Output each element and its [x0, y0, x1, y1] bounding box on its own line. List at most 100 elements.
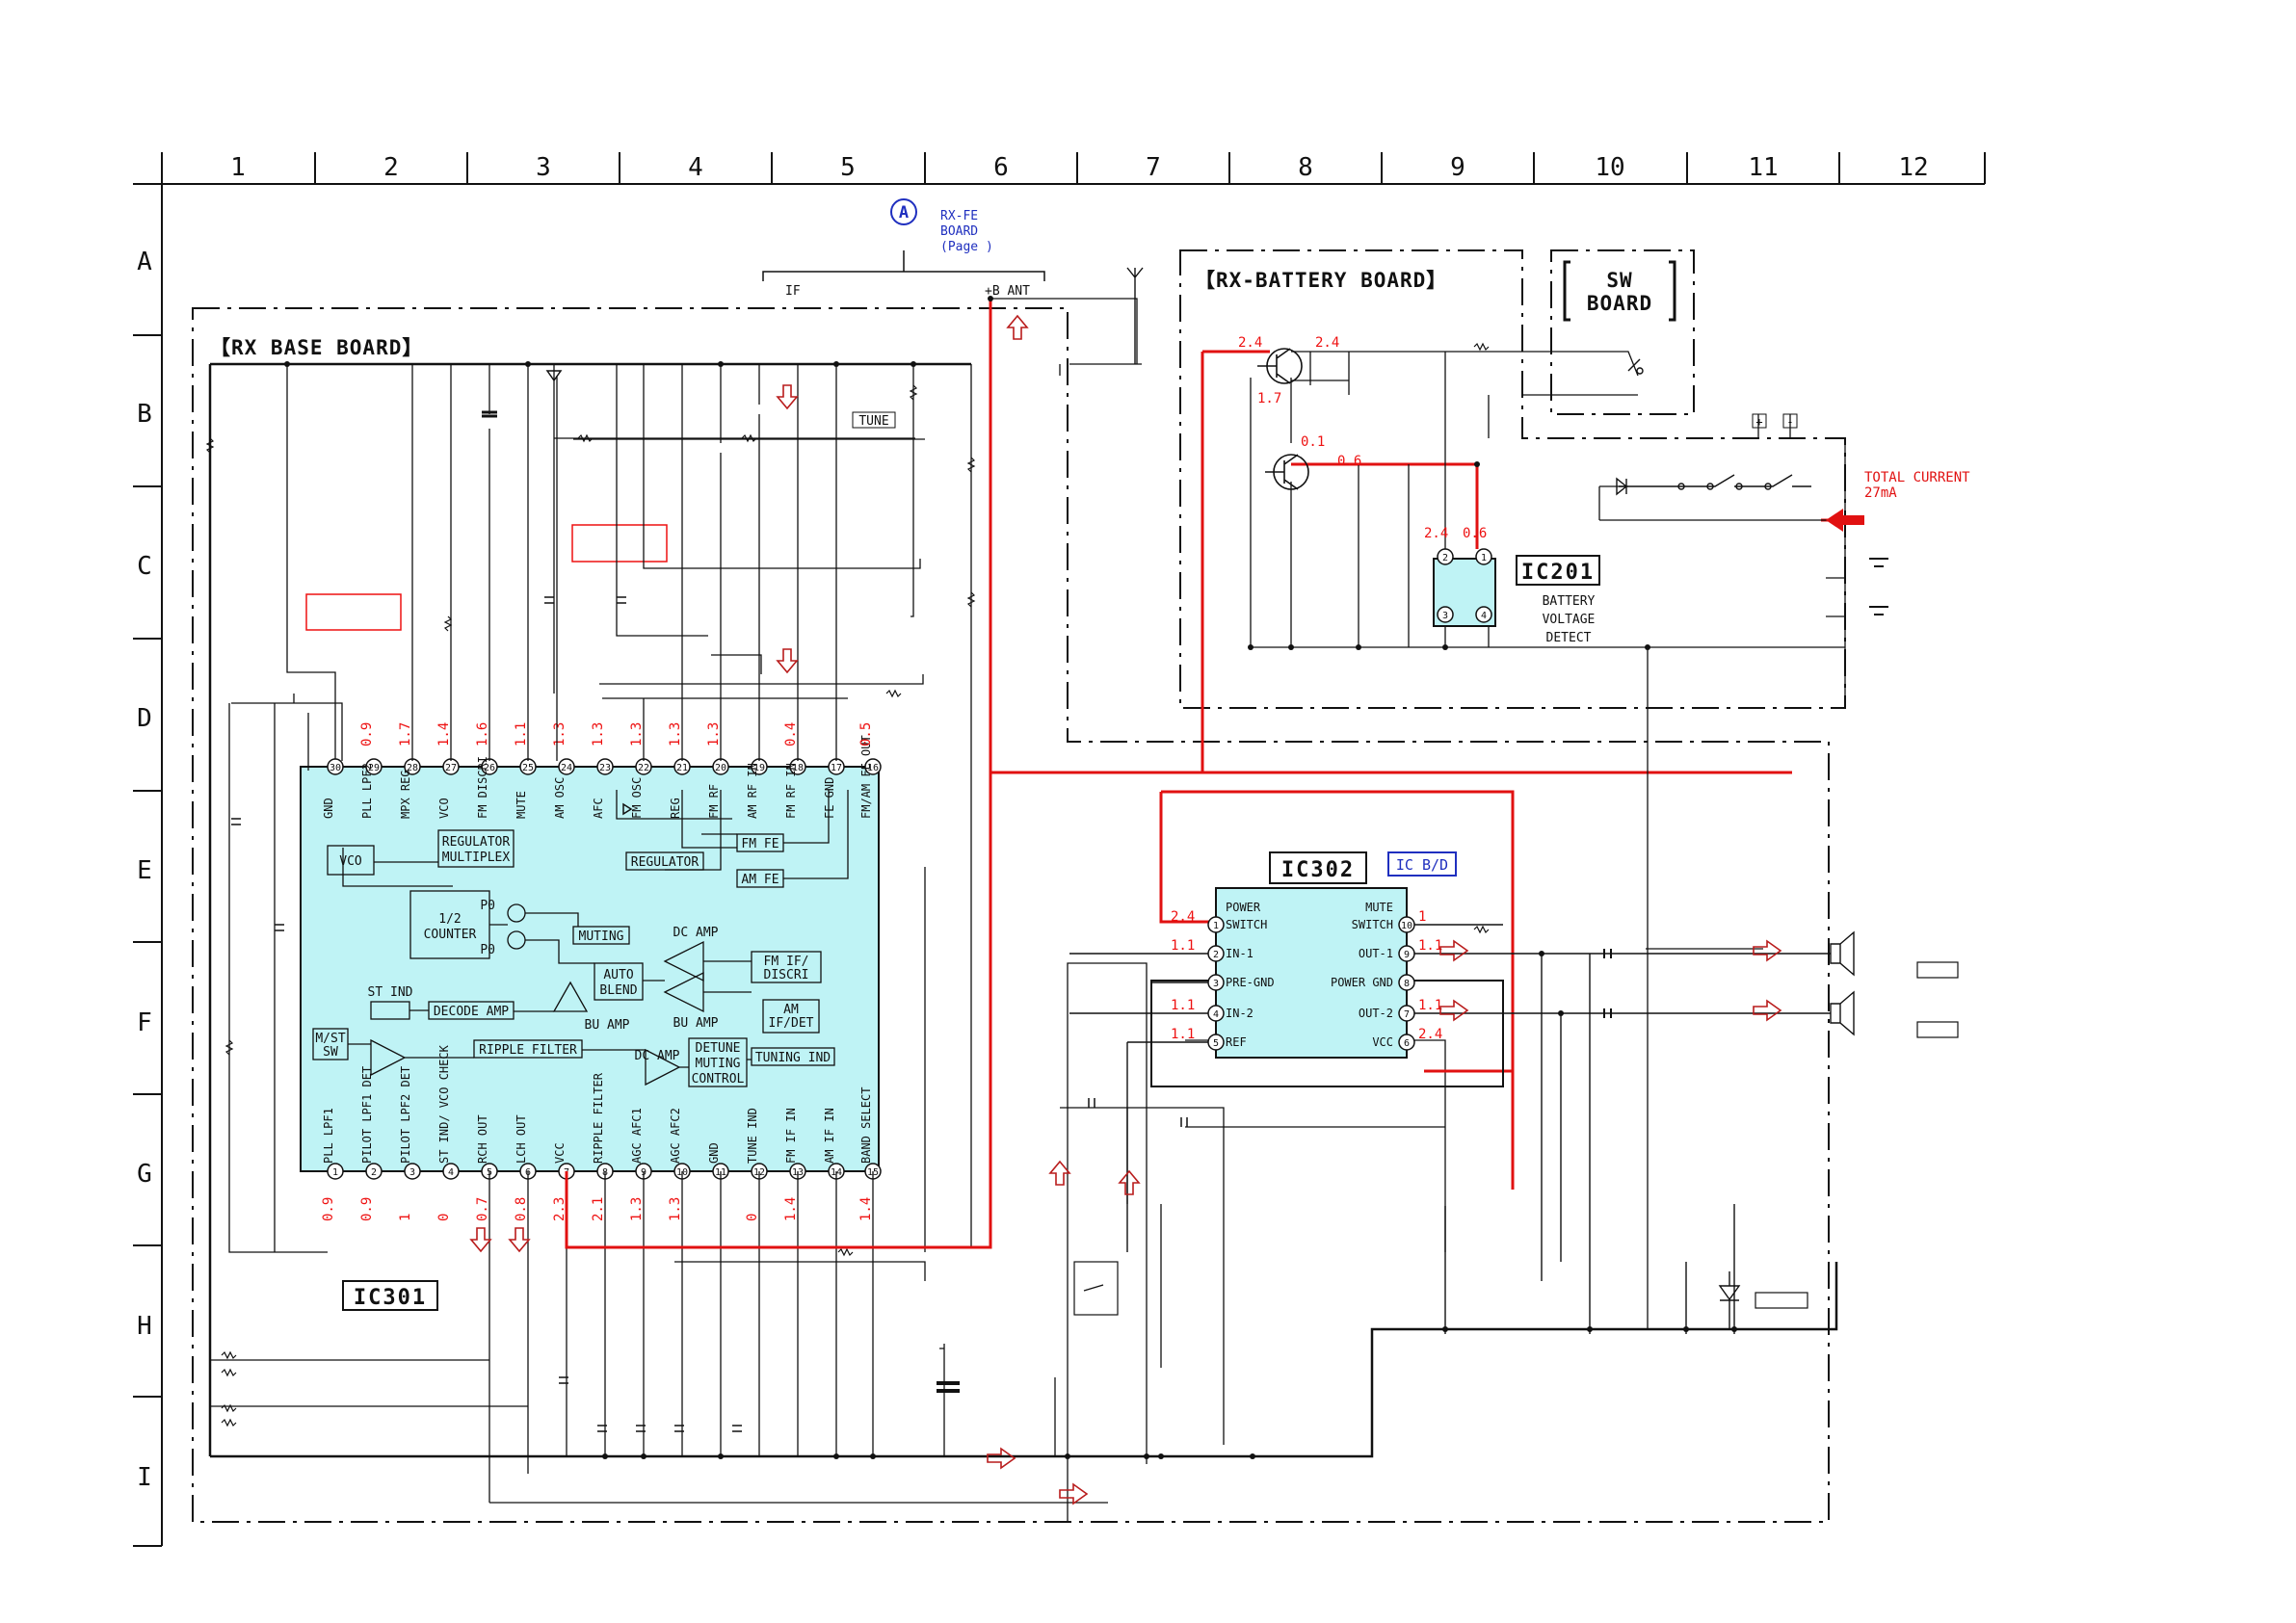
fm-if-label-2: DISCRI — [764, 968, 809, 982]
resistors — [205, 342, 1490, 1427]
svg-text:LCH OUT: LCH OUT — [515, 1114, 528, 1164]
row-label: E — [137, 856, 152, 885]
down-arrow-icon — [469, 1227, 492, 1253]
svg-text:23: 23 — [599, 763, 611, 773]
bu-amp-triangle — [552, 981, 589, 1012]
counter-label-2: COUNTER — [424, 928, 477, 942]
col-label: 2 — [383, 153, 399, 182]
svg-text:VCC: VCC — [1372, 1035, 1393, 1049]
svg-text:SWITCH: SWITCH — [1226, 918, 1267, 931]
detune-label-2: MUTING — [696, 1057, 741, 1071]
fm-fe-label: FM FE — [741, 837, 779, 851]
ic201-name: IC201 — [1521, 561, 1595, 585]
svg-text:1.3: 1.3 — [552, 722, 567, 746]
ic201-desc-3: DETECT — [1546, 631, 1592, 645]
svg-text:6: 6 — [1404, 1038, 1410, 1049]
connector-a-marker — [890, 198, 917, 225]
ic301-name-box: IC301 — [342, 1280, 438, 1311]
svg-text:0.7: 0.7 — [475, 1197, 490, 1221]
svg-text:SWITCH: SWITCH — [1352, 918, 1393, 931]
svg-text:0.9: 0.9 — [359, 1197, 375, 1221]
right-arrow-icon — [987, 1447, 1016, 1470]
mst-label-2: SW — [323, 1045, 338, 1060]
st-ind-amp-triangle — [370, 1038, 407, 1077]
vco-block — [327, 845, 375, 876]
svg-text:FM RF IN: FM RF IN — [784, 763, 798, 819]
tuning-ind-label: TUNING IND — [755, 1051, 831, 1065]
svg-text:1.7: 1.7 — [398, 722, 413, 746]
svg-text:19: 19 — [753, 763, 765, 773]
svg-text:PRE-GND: PRE-GND — [1226, 976, 1275, 989]
svg-text:28: 28 — [407, 763, 418, 773]
svg-text:21: 21 — [676, 763, 688, 773]
right-arrow-icon — [1753, 939, 1782, 962]
svg-text:FM/AM FE OUT: FM/AM FE OUT — [859, 735, 873, 819]
svg-text:1.1: 1.1 — [1418, 998, 1442, 1013]
svg-text:PILOT LPF2 DET: PILOT LPF2 DET — [399, 1066, 412, 1164]
p0-label: P0 — [480, 899, 495, 913]
svg-text:MUTE: MUTE — [515, 791, 528, 819]
decode-amp-label: DECODE AMP — [434, 1005, 509, 1019]
svg-text:22: 22 — [638, 763, 649, 773]
regulator-label: REGULATOR — [631, 855, 699, 870]
ic301-internal-blocks — [312, 790, 849, 1087]
row-label: D — [137, 704, 152, 733]
svg-text:POWER: POWER — [1226, 901, 1261, 914]
voltage-label: 2.4 — [1424, 526, 1448, 541]
row-label: B — [137, 400, 152, 429]
sw-switch — [1627, 358, 1644, 375]
svg-text:1.4: 1.4 — [783, 1197, 799, 1221]
grid-labels: 1 2 3 4 5 6 7 8 9 10 11 12 A B C D E F G… — [137, 153, 1928, 1492]
svg-text:SW: SW — [1606, 269, 1632, 292]
battery-switches — [1616, 474, 1811, 496]
svg-text:9: 9 — [1404, 950, 1410, 960]
row-label: I — [137, 1463, 152, 1492]
p0b-label: P0 — [480, 943, 495, 957]
tuning-ind-block — [751, 1047, 835, 1066]
col-label: 8 — [1298, 153, 1313, 182]
vco-label: VCO — [339, 854, 362, 869]
am-if-det-block — [762, 999, 820, 1034]
svg-text:2.4: 2.4 — [1171, 909, 1195, 925]
svg-text:OUT-2: OUT-2 — [1359, 1007, 1393, 1020]
sw-board-outline — [1550, 249, 1695, 415]
battery-board-wiring — [990, 298, 1846, 1329]
svg-text:16: 16 — [867, 763, 879, 773]
voltage-label: 2.4 — [1315, 335, 1339, 351]
current-arrow-icon — [1826, 509, 1864, 532]
battery-minus: - — [1786, 415, 1793, 429]
fm-if-label-1: FM IF/ — [764, 955, 809, 969]
output-label-box — [1916, 1021, 1959, 1038]
col-label: 10 — [1595, 153, 1624, 182]
row-label: F — [137, 1008, 152, 1037]
sw-board-title: SW BOARD — [1563, 260, 1676, 322]
svg-text:2.3: 2.3 — [552, 1197, 567, 1221]
battery-plus: + — [1755, 415, 1762, 429]
junction-dots — [284, 296, 1737, 1459]
svg-text:26: 26 — [484, 763, 495, 773]
svg-text:IC301: IC301 — [354, 1286, 427, 1310]
svg-text:4: 4 — [448, 1167, 454, 1178]
if-label: IF — [785, 284, 801, 299]
svg-text:OUT-1: OUT-1 — [1359, 947, 1393, 960]
svg-text:IN-1: IN-1 — [1226, 947, 1254, 960]
voltage-label: 2.4 — [1238, 335, 1262, 351]
voltage-label: 0.6 — [1463, 526, 1487, 541]
svg-text:TUNE IND: TUNE IND — [746, 1108, 759, 1164]
svg-text:1.3: 1.3 — [629, 1197, 645, 1221]
am-if-label-1: AM — [783, 1003, 799, 1017]
b-ant-label: +B ANT — [985, 284, 1030, 299]
